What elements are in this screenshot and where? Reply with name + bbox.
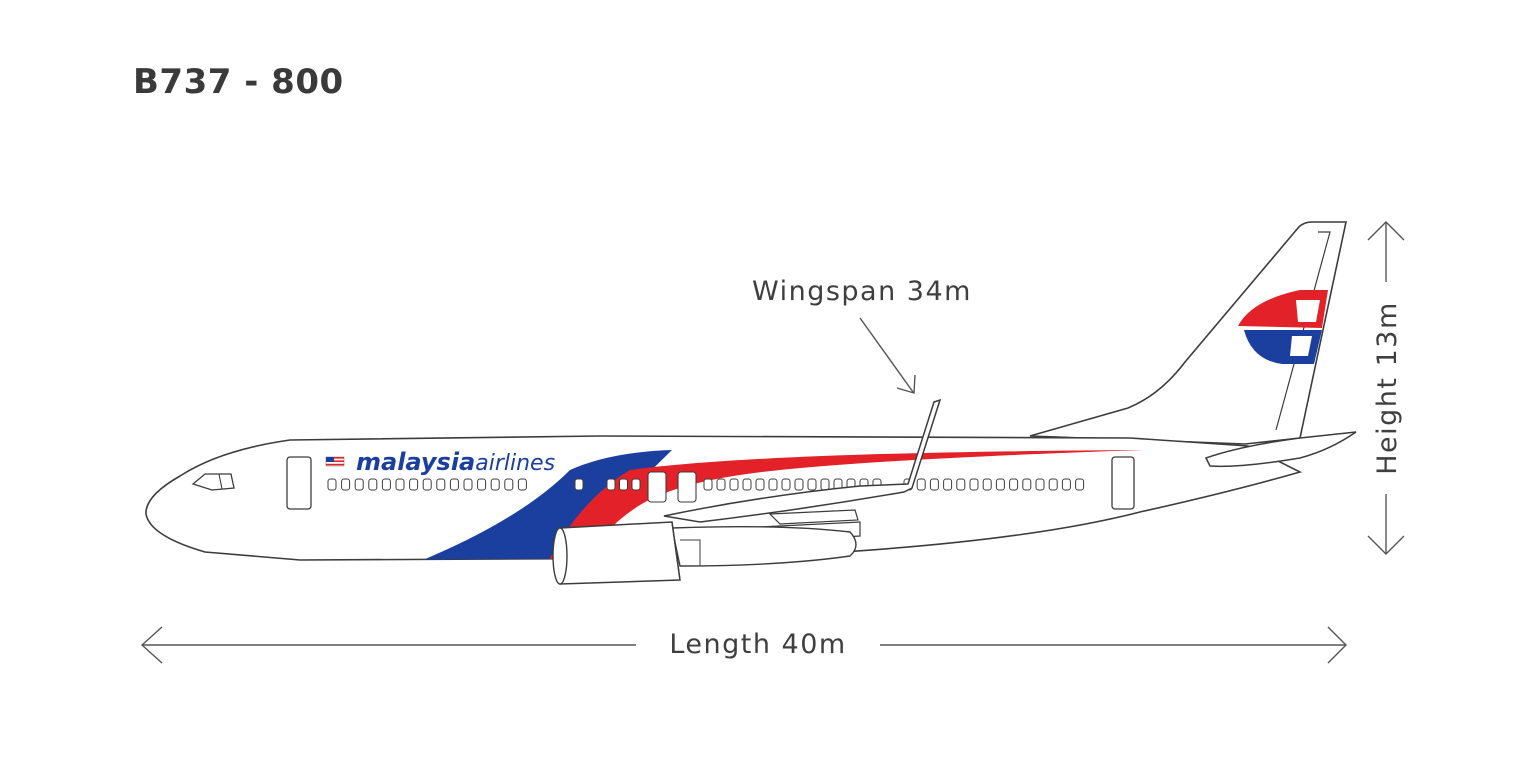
- passenger-windows: [327, 478, 1085, 491]
- window: [1075, 478, 1085, 491]
- window: [755, 478, 765, 491]
- window: [956, 478, 966, 491]
- tail-logo: [1238, 290, 1328, 364]
- height-label: Height 13m: [1372, 301, 1403, 475]
- window: [490, 478, 500, 491]
- window: [807, 478, 817, 491]
- window: [995, 478, 1005, 491]
- window: [781, 478, 791, 491]
- window: [517, 478, 527, 491]
- length-dimension-line: [140, 626, 1347, 664]
- window: [716, 478, 726, 491]
- wingspan-label: Wingspan 34m: [752, 276, 972, 307]
- window: [354, 478, 364, 491]
- window: [729, 478, 739, 491]
- window: [606, 478, 616, 491]
- window: [1009, 478, 1019, 491]
- exit-door-2: [677, 471, 697, 503]
- aircraft-title: B737 - 800: [133, 62, 344, 102]
- window: [504, 478, 514, 491]
- window: [619, 478, 628, 491]
- front-door: [286, 456, 312, 510]
- window: [982, 478, 992, 491]
- window: [794, 478, 804, 491]
- window: [574, 478, 584, 491]
- window: [477, 478, 487, 491]
- window: [449, 478, 459, 491]
- flag-icon: [325, 456, 345, 467]
- window: [820, 478, 830, 491]
- window: [1035, 478, 1045, 491]
- window: [943, 478, 953, 491]
- window: [929, 478, 939, 491]
- engine: [552, 521, 857, 585]
- window: [463, 478, 473, 491]
- window: [631, 478, 641, 491]
- brand-logo-text: malaysiaairlines: [356, 448, 555, 476]
- window: [969, 478, 979, 491]
- window: [327, 478, 337, 491]
- window: [436, 478, 446, 491]
- window: [368, 478, 378, 491]
- window: [409, 478, 419, 491]
- window: [1061, 478, 1071, 491]
- window: [341, 478, 351, 491]
- fuselage-livery: [418, 450, 1145, 560]
- window: [1048, 478, 1058, 491]
- rear-door: [1111, 456, 1135, 510]
- horizontal-stabilizer: [1204, 431, 1357, 468]
- exit-door-1: [647, 471, 667, 503]
- window: [1022, 478, 1032, 491]
- length-label: Length 40m: [669, 629, 846, 660]
- wingspan-arrow: [859, 317, 916, 394]
- height-dimension-line: [1367, 221, 1405, 555]
- tail-fin: [1029, 221, 1347, 445]
- window: [381, 478, 391, 491]
- window: [742, 478, 752, 491]
- window: [422, 478, 432, 491]
- window: [395, 478, 405, 491]
- window: [768, 478, 778, 491]
- window: [916, 478, 926, 491]
- window: [703, 478, 713, 491]
